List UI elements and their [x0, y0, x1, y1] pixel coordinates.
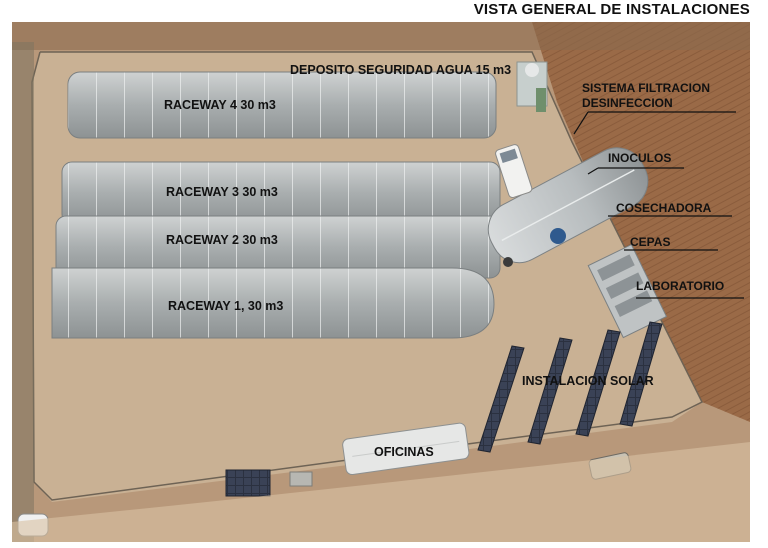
offices-building [342, 422, 470, 476]
oficinas-label: OFICINAS [374, 445, 434, 459]
solar-installation [477, 321, 663, 453]
top-strip [12, 22, 750, 50]
cosechadora-label: COSECHADORA [616, 201, 712, 215]
water-deposit [516, 61, 548, 112]
aerial-photo-svg: RACEWAY 4 30 m3 RACEWAY 3 30 m3 RACEWAY … [12, 22, 750, 542]
truck [495, 144, 533, 198]
inoculos-label: INOCULOS [608, 151, 671, 165]
drum [550, 228, 566, 244]
filtracion-label-line2: DESINFECCION [582, 96, 673, 110]
laboratorio-label: LABORATORIO [636, 279, 724, 293]
cepas-label: CEPAS [630, 235, 670, 249]
filtration-building [487, 147, 649, 264]
small-solar-panel [225, 469, 271, 497]
raceway-1-greenhouse [51, 267, 495, 339]
shed [289, 471, 313, 487]
laboratory-building [587, 243, 668, 339]
raceway-3-label: RACEWAY 3 30 m3 [166, 185, 278, 199]
aerial-photo: RACEWAY 4 30 m3 RACEWAY 3 30 m3 RACEWAY … [12, 22, 750, 542]
page-title: VISTA GENERAL DE INSTALACIONES [473, 1, 750, 18]
header: VISTA GENERAL DE INSTALACIONES [0, 0, 768, 22]
raceway-2-greenhouse [55, 215, 501, 279]
dirt-road [12, 442, 750, 542]
filtracion-label-line1: SISTEMA FILTRACION [582, 81, 710, 95]
raceway-2-label: RACEWAY 2 30 m3 [166, 233, 278, 247]
drum [503, 257, 513, 267]
plowed-field [532, 22, 750, 422]
leader-line [587, 167, 599, 175]
solar-label: INSTALACION SOLAR [522, 374, 654, 388]
raceway-3-greenhouse [61, 161, 501, 225]
deposito-label: DEPOSITO SEGURIDAD AGUA 15 m3 [290, 63, 511, 77]
raceway-4-label: RACEWAY 4 30 m3 [164, 98, 276, 112]
leader-line [573, 111, 589, 135]
raceway-1-label: RACEWAY 1, 30 m3 [168, 299, 283, 313]
raceway-4-greenhouse [67, 71, 497, 139]
vegetation-left [12, 42, 34, 542]
